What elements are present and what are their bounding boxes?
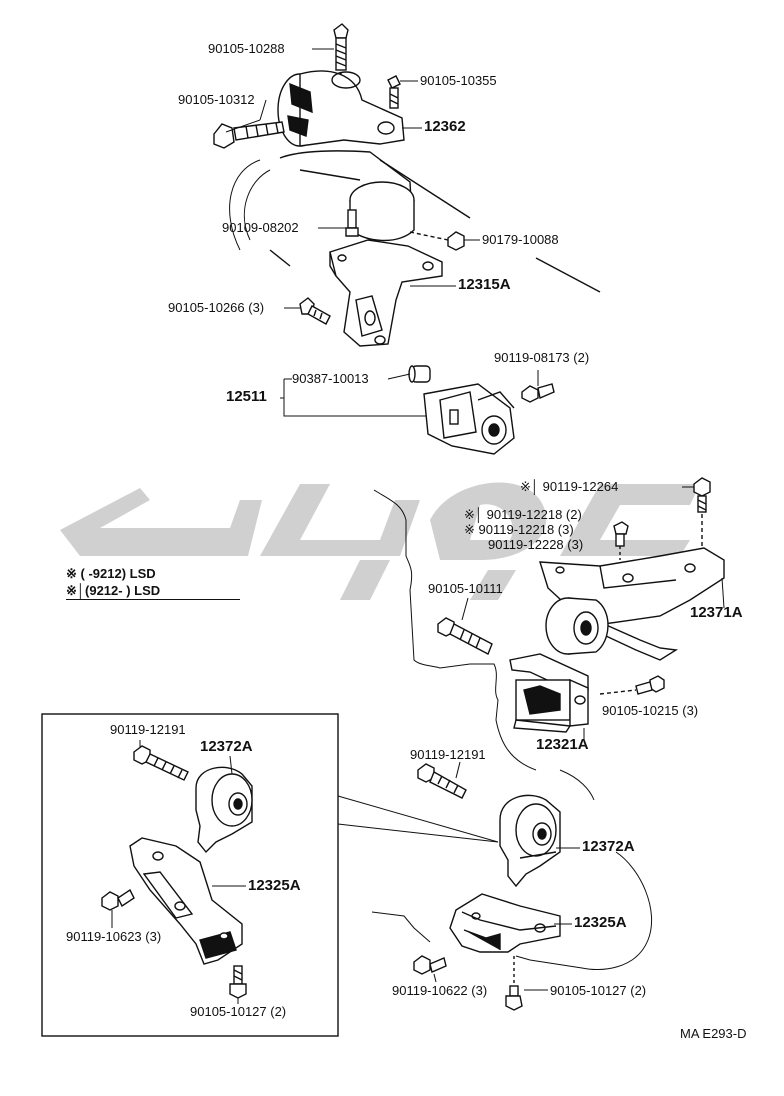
label-12315A: 12315A xyxy=(458,276,511,293)
bolt-90105-10266 xyxy=(299,297,331,325)
engine-mount-12372A xyxy=(499,794,561,888)
bolt-90119-08173 xyxy=(521,383,555,403)
label-90105-10111: 90105-10111 xyxy=(428,581,503,596)
label-90119-12264: ※│ 90119-12264 xyxy=(520,479,619,494)
inset-label-90119-10623: 90119-10623 (3) xyxy=(66,929,162,944)
inset-engine-mount-12372A xyxy=(195,766,253,854)
stud-90109-08202 xyxy=(345,209,359,237)
legend-underline xyxy=(66,599,240,600)
bolt-90105-10288 xyxy=(333,23,349,71)
legend-line-2: ※│(9212- ) LSD xyxy=(66,583,161,598)
engine-mount-12362 xyxy=(277,70,405,147)
bolt-90105-10127 xyxy=(505,956,523,1011)
bolt-90119-12218 xyxy=(613,521,629,560)
label-12321A: 12321A xyxy=(536,736,589,753)
label-90119-12191: 90119-12191 xyxy=(410,747,486,762)
label-90119-08173: 90119-08173 (2) xyxy=(494,350,590,365)
label-90109-08202: 90109-08202 xyxy=(222,220,299,235)
engine-mount-cylinder-12371A xyxy=(545,597,609,655)
label-12372A: 12372A xyxy=(582,838,635,855)
inset-bolt-90119-10623 xyxy=(101,888,135,911)
bolt-90105-10215 xyxy=(599,675,665,695)
leader-lines xyxy=(111,48,725,1004)
label-90105-10266: 90105-10266 (3) xyxy=(168,300,265,315)
label-90105-10127: 90105-10127 (2) xyxy=(550,983,647,998)
label-90105-10215: 90105-10215 (3) xyxy=(602,703,699,718)
bolt-90119-12264 xyxy=(693,477,711,546)
engine-block-outline xyxy=(229,150,601,293)
inset-pointer-line-1 xyxy=(337,795,499,843)
label-90105-10355: 90105-10355 xyxy=(420,73,497,88)
bolt-90105-10312 xyxy=(213,121,285,149)
label-90119-10622: 90119-10622 (3) xyxy=(392,983,488,998)
bolt-90119-10622 xyxy=(413,955,447,975)
inset-label-90119-12191: 90119-12191 xyxy=(110,722,186,737)
label-12362: 12362 xyxy=(424,118,466,135)
bolt-90105-10355 xyxy=(387,75,401,109)
label-90119-12218-2: ※│ 90119-12218 (2) xyxy=(464,507,582,522)
inset-frame xyxy=(41,713,339,1037)
inset-label-90105-10127: 90105-10127 (2) xyxy=(190,1004,287,1019)
inset-bolt-90105-10127 xyxy=(229,965,247,999)
inset-bolt-90119-12191 xyxy=(133,745,189,781)
label-90119-12228: 90119-12228 (3) xyxy=(488,537,584,552)
engine-mount-12511 xyxy=(423,383,515,455)
bolt-90119-12191 xyxy=(417,763,467,799)
nut-90179-10088 xyxy=(409,231,465,251)
inset-pointer-line-2 xyxy=(337,823,499,843)
label-12371A: 12371A xyxy=(690,604,743,621)
bushing-90387-10013 xyxy=(408,365,431,383)
inset-label-12325A: 12325A xyxy=(248,877,301,894)
routing-line xyxy=(371,489,653,971)
legend-line-1: ※ ( -9212) LSD xyxy=(66,566,156,581)
label-90105-10288: 90105-10288 xyxy=(208,41,285,56)
bracket-12315A xyxy=(329,239,443,347)
diagram-code: MA E293-D xyxy=(680,1026,747,1041)
engine-mount-12321A xyxy=(509,653,589,733)
label-90119-12218-3: ※ 90119-12218 (3) xyxy=(464,522,574,537)
label-12325A: 12325A xyxy=(574,914,627,931)
bracket-12325A xyxy=(449,893,561,953)
bolt-90105-10111 xyxy=(437,617,493,655)
label-12511: 12511 xyxy=(226,388,267,405)
label-90179-10088: 90179-10088 xyxy=(482,232,559,247)
label-90105-10312: 90105-10312 xyxy=(178,92,255,107)
label-90387-10013: 90387-10013 xyxy=(292,371,369,386)
inset-label-12372A: 12372A xyxy=(200,738,253,755)
inset-bracket-12325A xyxy=(129,837,243,965)
